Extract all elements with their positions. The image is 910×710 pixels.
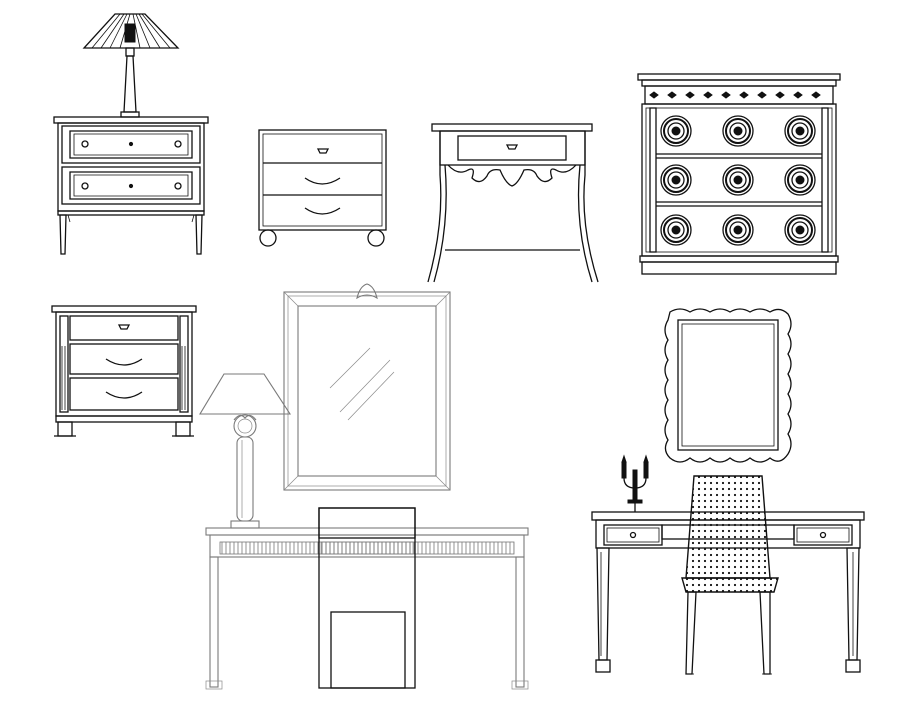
console-table	[427, 123, 599, 283]
writing-desk-with-mirror-and-chair	[591, 308, 865, 675]
decorative-frieze-motifs	[649, 91, 821, 99]
nightstand-on-wheels	[258, 129, 387, 247]
candelabra	[621, 454, 649, 512]
wall-mirror-gray	[283, 283, 451, 491]
bedside-cabinet	[51, 305, 197, 437]
table-lamp-pleated	[82, 13, 180, 118]
nightstand-with-lamp	[53, 13, 209, 255]
vanity-chair-back	[318, 507, 416, 689]
ornate-chest-of-drawers	[637, 73, 841, 275]
wavy-frame-mirror	[664, 308, 792, 463]
vanity-with-mirror-and-lamp	[199, 283, 529, 690]
rosette-handles	[660, 115, 816, 246]
upholstered-chair	[681, 475, 779, 675]
table-lamp-gray	[199, 373, 292, 529]
